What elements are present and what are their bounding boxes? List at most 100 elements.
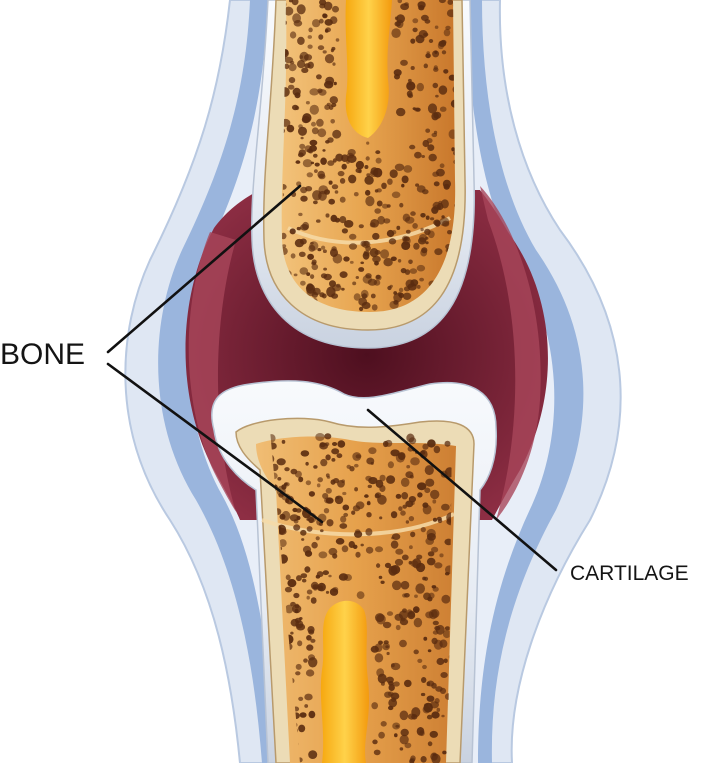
bone-pore [301,137,304,140]
bone-pore [410,39,415,44]
bone-pore [417,83,424,91]
bone-pore [376,668,384,677]
bone-pore [282,440,286,444]
bone-pore [316,119,324,127]
bone-pore [325,454,330,460]
bone-pore [418,237,426,244]
bone-pore [320,158,327,165]
bone-pore [387,204,391,207]
bone-pore [376,614,386,624]
bone-pore [302,116,310,123]
bone-pore [421,527,426,532]
bone-pore [428,103,437,113]
bone-pore [298,127,307,136]
bone-pore [413,606,420,613]
bone-pore [335,190,339,194]
bone-pore [350,261,354,264]
bone-pore [306,669,314,676]
bone-pore [327,103,331,106]
bone-pore [399,288,403,293]
bone-pore [442,751,446,755]
bone-pore [396,108,405,116]
bone-pore [398,259,401,263]
bone-pore [337,440,345,447]
bone-pore [410,532,415,538]
bone-pore [325,140,330,144]
bone-pore [288,63,296,71]
bone-pore [409,145,415,150]
bone-pore [371,702,378,709]
bone-pore [340,197,346,203]
bone-pore [318,45,324,50]
bone-pore [308,28,312,33]
bone-pore [381,183,387,189]
bone-pore [435,221,441,227]
bone-pore [445,626,450,630]
bone-pore [378,641,383,645]
bone-pore [297,640,302,646]
bone-pore [396,494,402,499]
bone-pore [383,258,392,266]
bone-pore [342,492,346,495]
bone-pore [368,485,372,488]
bone-pore [420,249,427,257]
bone-pore [427,529,436,538]
bone-pore [318,34,323,40]
bone-pore [311,542,317,549]
bone-pore [433,621,439,626]
bone-pore [297,516,301,520]
bone-pore [427,696,435,702]
bone-pore [421,677,426,683]
bone-pore [401,729,409,737]
bone-pore [297,227,301,230]
bone-pore [359,307,363,311]
bone-pore [421,155,425,158]
bone-pore [311,122,316,127]
bone-pore [319,551,328,558]
bone-pore [284,64,289,70]
bone-pore [440,672,447,678]
bone-pore [354,293,361,301]
bone-pore [309,491,315,497]
bone-pore [302,579,306,583]
bone-pore [298,477,303,483]
bone-pore [331,215,338,222]
bone-label: BONE [0,338,85,371]
bone-pore [365,528,372,536]
bone-pore [427,597,432,602]
bone-pore [404,593,410,598]
bone-pore [299,252,306,257]
bone-pore [300,712,307,718]
bone-pore [330,119,335,124]
bone-pore [402,555,409,561]
bone-pore [315,433,324,441]
bone-pore [306,101,310,104]
bone-pore [432,499,436,503]
bone-pore [421,756,427,763]
bone-pore [410,475,414,479]
bone-pore [407,609,412,614]
bone-pore [338,171,345,176]
bone-pore [398,506,402,511]
bone-pore [325,19,333,26]
bone-pore [332,130,341,139]
bone-pore [422,444,428,450]
bone-pore [443,69,448,74]
bone-pore [431,547,438,553]
bone-pore [297,37,305,45]
bone-pore [437,517,442,521]
bone-pore [335,496,343,505]
bone-pore [384,640,389,644]
bone-pore [356,161,364,169]
bone-pore [349,541,355,548]
bone-pore [410,758,415,763]
bone-pore [326,287,335,298]
bone-pore [400,60,408,66]
bone-pore [385,440,392,447]
bone-pore [296,664,302,670]
bone-pore [332,587,338,592]
bone-pore [387,652,390,655]
bone-pore [395,164,404,171]
bone-pore [310,105,319,115]
bone-pore [391,541,399,549]
